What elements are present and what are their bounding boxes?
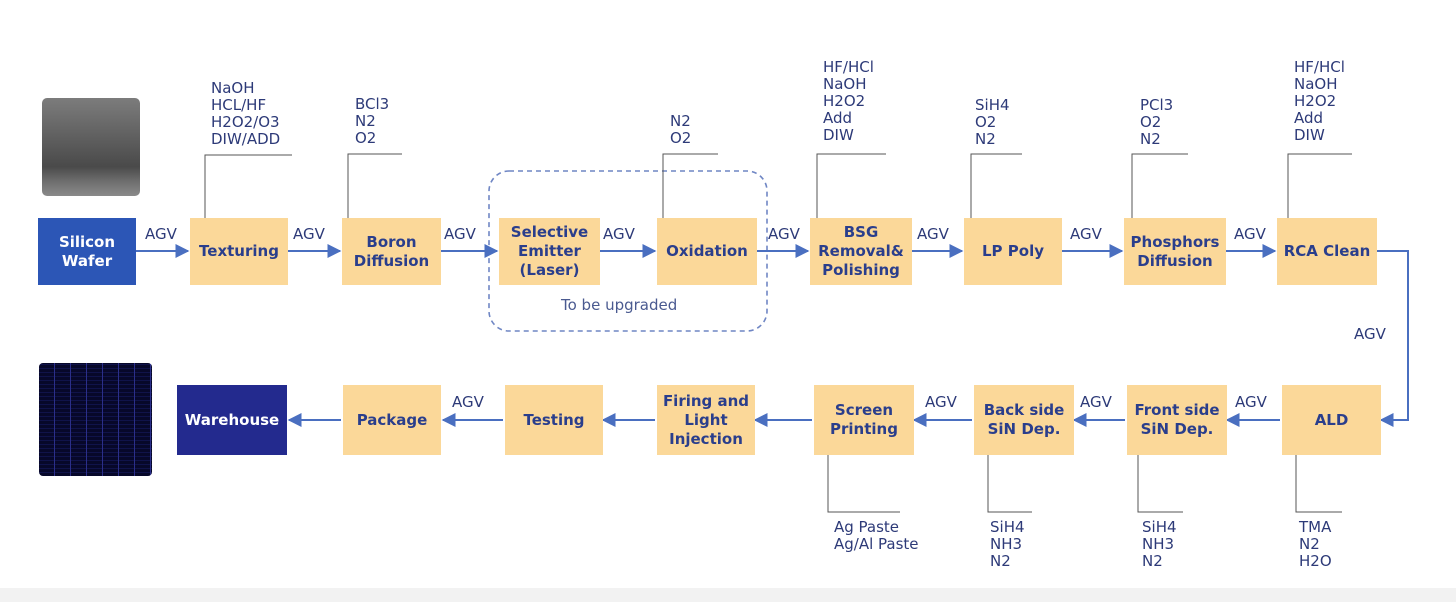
step-testing: Testing <box>505 385 603 455</box>
chemicals-phosphors: PCl3 O2 N2 <box>1140 96 1174 148</box>
leader-screen <box>827 455 900 513</box>
step-boron-diffusion: Boron Diffusion <box>342 218 441 285</box>
agv-label: AGV <box>768 225 800 243</box>
leader-ald <box>1295 455 1342 513</box>
leader-texturing <box>204 154 292 218</box>
leader-oxidation <box>662 153 718 218</box>
agv-label: AGV <box>1354 325 1386 343</box>
agv-label: AGV <box>444 225 476 243</box>
step-phosphors-diffusion: Phosphors Diffusion <box>1124 218 1226 285</box>
step-selective-emitter: Selective Emitter (Laser) <box>499 218 600 285</box>
agv-label: AGV <box>925 393 957 411</box>
chemicals-oxidation: N2 O2 <box>670 112 692 147</box>
step-ald: ALD <box>1282 385 1381 455</box>
agv-label: AGV <box>917 225 949 243</box>
step-oxidation: Oxidation <box>657 218 757 285</box>
silicon-wafer-image <box>42 98 140 196</box>
step-front-side-sin: Front side SiN Dep. <box>1127 385 1227 455</box>
chemicals-ald: TMA N2 H2O <box>1299 518 1332 570</box>
agv-label: AGV <box>1234 225 1266 243</box>
step-screen-printing: Screen Printing <box>814 385 914 455</box>
leader-back <box>987 455 1032 513</box>
agv-label: AGV <box>1235 393 1267 411</box>
leader-rca <box>1287 153 1352 218</box>
step-rca-clean: RCA Clean <box>1277 218 1377 285</box>
step-warehouse: Warehouse <box>177 385 287 455</box>
chemicals-back: SiH4 NH3 N2 <box>990 518 1025 570</box>
step-firing: Firing and Light Injection <box>657 385 755 455</box>
chemicals-bsg: HF/HCl NaOH H2O2 Add DIW <box>823 58 874 144</box>
arrow-rca-to-ald <box>1377 250 1409 427</box>
step-silicon-wafer: Silicon Wafer <box>38 218 136 285</box>
leader-front <box>1137 455 1183 513</box>
agv-label: AGV <box>452 393 484 411</box>
step-back-side-sin: Back side SiN Dep. <box>974 385 1074 455</box>
footer-band <box>0 588 1456 602</box>
step-lp-poly: LP Poly <box>964 218 1062 285</box>
chemicals-boron: BCl3 N2 O2 <box>355 95 390 147</box>
leader-boron <box>347 153 402 218</box>
agv-label: AGV <box>603 225 635 243</box>
leader-phosphors <box>1131 153 1188 218</box>
leader-lppoly <box>970 153 1022 218</box>
step-package: Package <box>343 385 441 455</box>
step-texturing: Texturing <box>190 218 288 285</box>
agv-label: AGV <box>1080 393 1112 411</box>
agv-label: AGV <box>293 225 325 243</box>
chemicals-screen: Ag Paste Ag/Al Paste <box>834 518 919 553</box>
upgrade-note: To be upgraded <box>561 296 678 314</box>
step-bsg-removal: BSG Removal& Polishing <box>810 218 912 285</box>
chemicals-rca: HF/HCl NaOH H2O2 Add DIW <box>1294 58 1345 144</box>
agv-label: AGV <box>1070 225 1102 243</box>
agv-label: AGV <box>145 225 177 243</box>
chemicals-front: SiH4 NH3 N2 <box>1142 518 1177 570</box>
chemicals-lppoly: SiH4 O2 N2 <box>975 96 1010 148</box>
chemicals-texturing: NaOH HCL/HF H2O2/O3 DIW/ADD <box>211 79 281 148</box>
solar-cell-image <box>39 363 152 476</box>
leader-bsg <box>816 153 886 218</box>
